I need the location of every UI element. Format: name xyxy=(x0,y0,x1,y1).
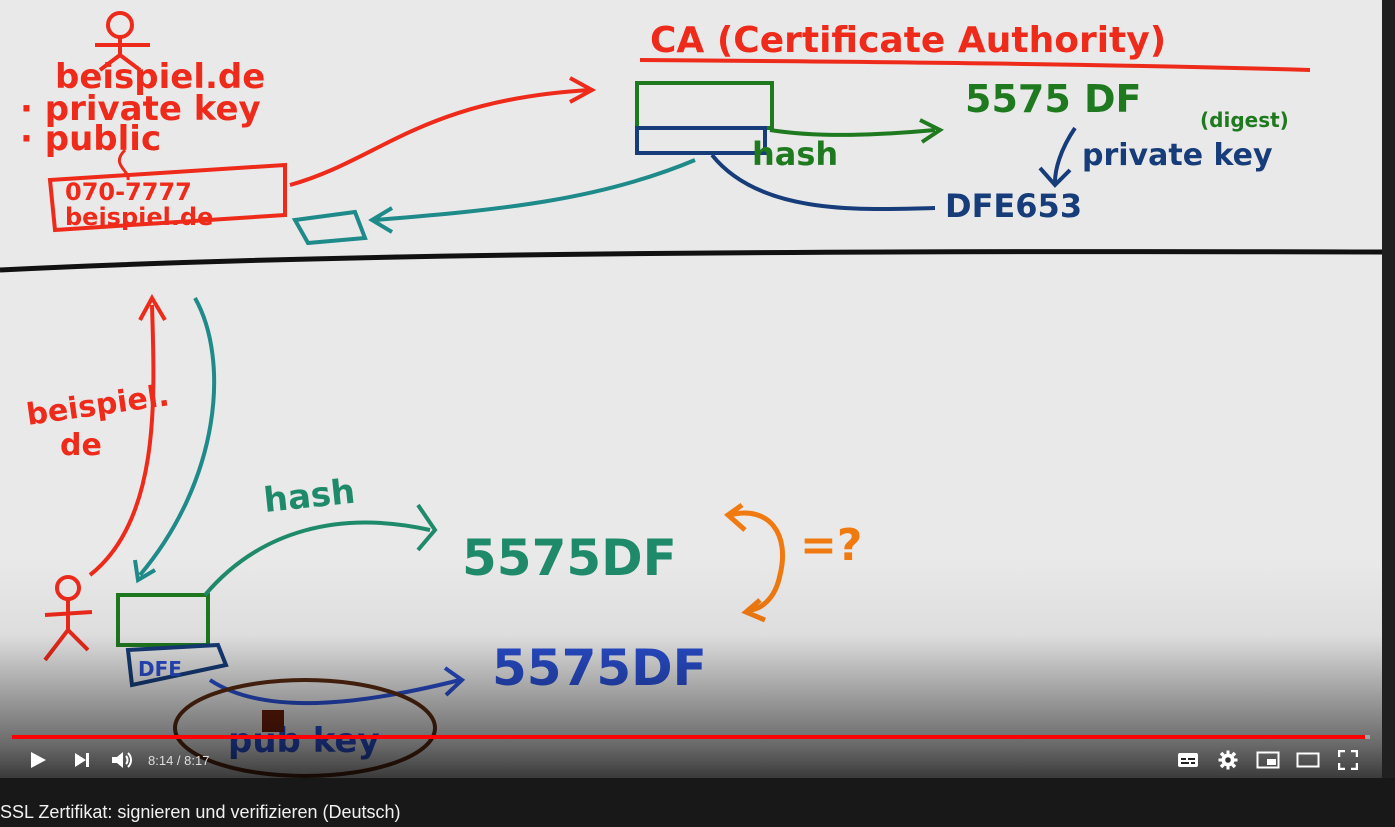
play-button[interactable] xyxy=(18,742,58,778)
theater-button[interactable] xyxy=(1288,742,1328,778)
certificate-box xyxy=(47,162,287,233)
video-frame-whiteboard: beispiel.de · private key · public 070-7… xyxy=(0,11,1382,778)
time-display: 8:14 / 8:17 xyxy=(148,753,209,768)
subtitles-icon xyxy=(1178,753,1198,767)
small-cert-box xyxy=(291,209,368,246)
person-domain-label: beispiel.de xyxy=(55,57,265,97)
fullscreen-icon xyxy=(1338,750,1358,770)
ca-private-key-label: private key xyxy=(1082,138,1273,173)
settings-icon xyxy=(1218,750,1238,770)
ca-digest-label: (digest) xyxy=(1200,108,1289,132)
private-key-label: · private key xyxy=(20,89,261,129)
ca-signature-value: DFE653 xyxy=(945,187,1082,225)
miniplayer-icon xyxy=(1256,751,1280,769)
client-domain-label-1: beispiel. xyxy=(24,378,171,433)
player-controls: 8:14 / 8:17 xyxy=(0,742,1382,778)
person-client-icon xyxy=(43,575,93,662)
volume-button[interactable] xyxy=(102,742,142,778)
time-current: 8:14 xyxy=(148,752,174,768)
video-title: SSL Zertifikat: signieren und verifizier… xyxy=(0,802,401,822)
next-button[interactable] xyxy=(62,742,102,778)
client-domain-label-2: de xyxy=(60,428,102,463)
decrypted-value: 5575DF xyxy=(492,639,707,697)
progress-fill xyxy=(12,735,1365,739)
video-player[interactable]: beispiel.de · private key · public 070-7… xyxy=(0,0,1382,778)
volume-icon xyxy=(112,752,132,768)
progress-bar[interactable] xyxy=(12,735,1370,739)
ca-hash-label: hash xyxy=(752,135,838,173)
ca-cert-box xyxy=(635,81,774,130)
play-icon xyxy=(31,752,46,768)
theater-icon xyxy=(1296,752,1320,768)
ca-title: CA (Certificate Authority) xyxy=(650,20,1166,61)
miniplayer-button[interactable] xyxy=(1248,742,1288,778)
cert-phone: 070-7777 xyxy=(65,178,192,206)
fullscreen-button[interactable] xyxy=(1328,742,1368,778)
title-bar: SSL Zertifikat: signieren und verifizier… xyxy=(0,778,1395,827)
public-label: · public xyxy=(20,119,161,159)
cert-domain: beispiel.de xyxy=(65,203,213,231)
settings-button[interactable] xyxy=(1208,742,1248,778)
next-icon xyxy=(75,753,89,767)
time-total: 8:17 xyxy=(184,752,210,768)
client-hash-value: 5575DF xyxy=(462,529,677,587)
ca-hash-value: 5575 DF xyxy=(965,77,1142,121)
compare-label: =? xyxy=(800,520,862,571)
ca-sig-box xyxy=(635,126,767,155)
page-scrollbar[interactable] xyxy=(1382,0,1395,778)
client-hash-label: hash xyxy=(262,472,357,521)
subtitles-button[interactable] xyxy=(1168,742,1208,778)
time-separator: / xyxy=(173,752,185,768)
divider-line xyxy=(0,249,1382,273)
person-top-icon xyxy=(95,11,150,72)
client-sig-label: DFE xyxy=(138,657,182,681)
client-cert-box xyxy=(116,593,210,647)
pointer-marker xyxy=(262,710,284,732)
